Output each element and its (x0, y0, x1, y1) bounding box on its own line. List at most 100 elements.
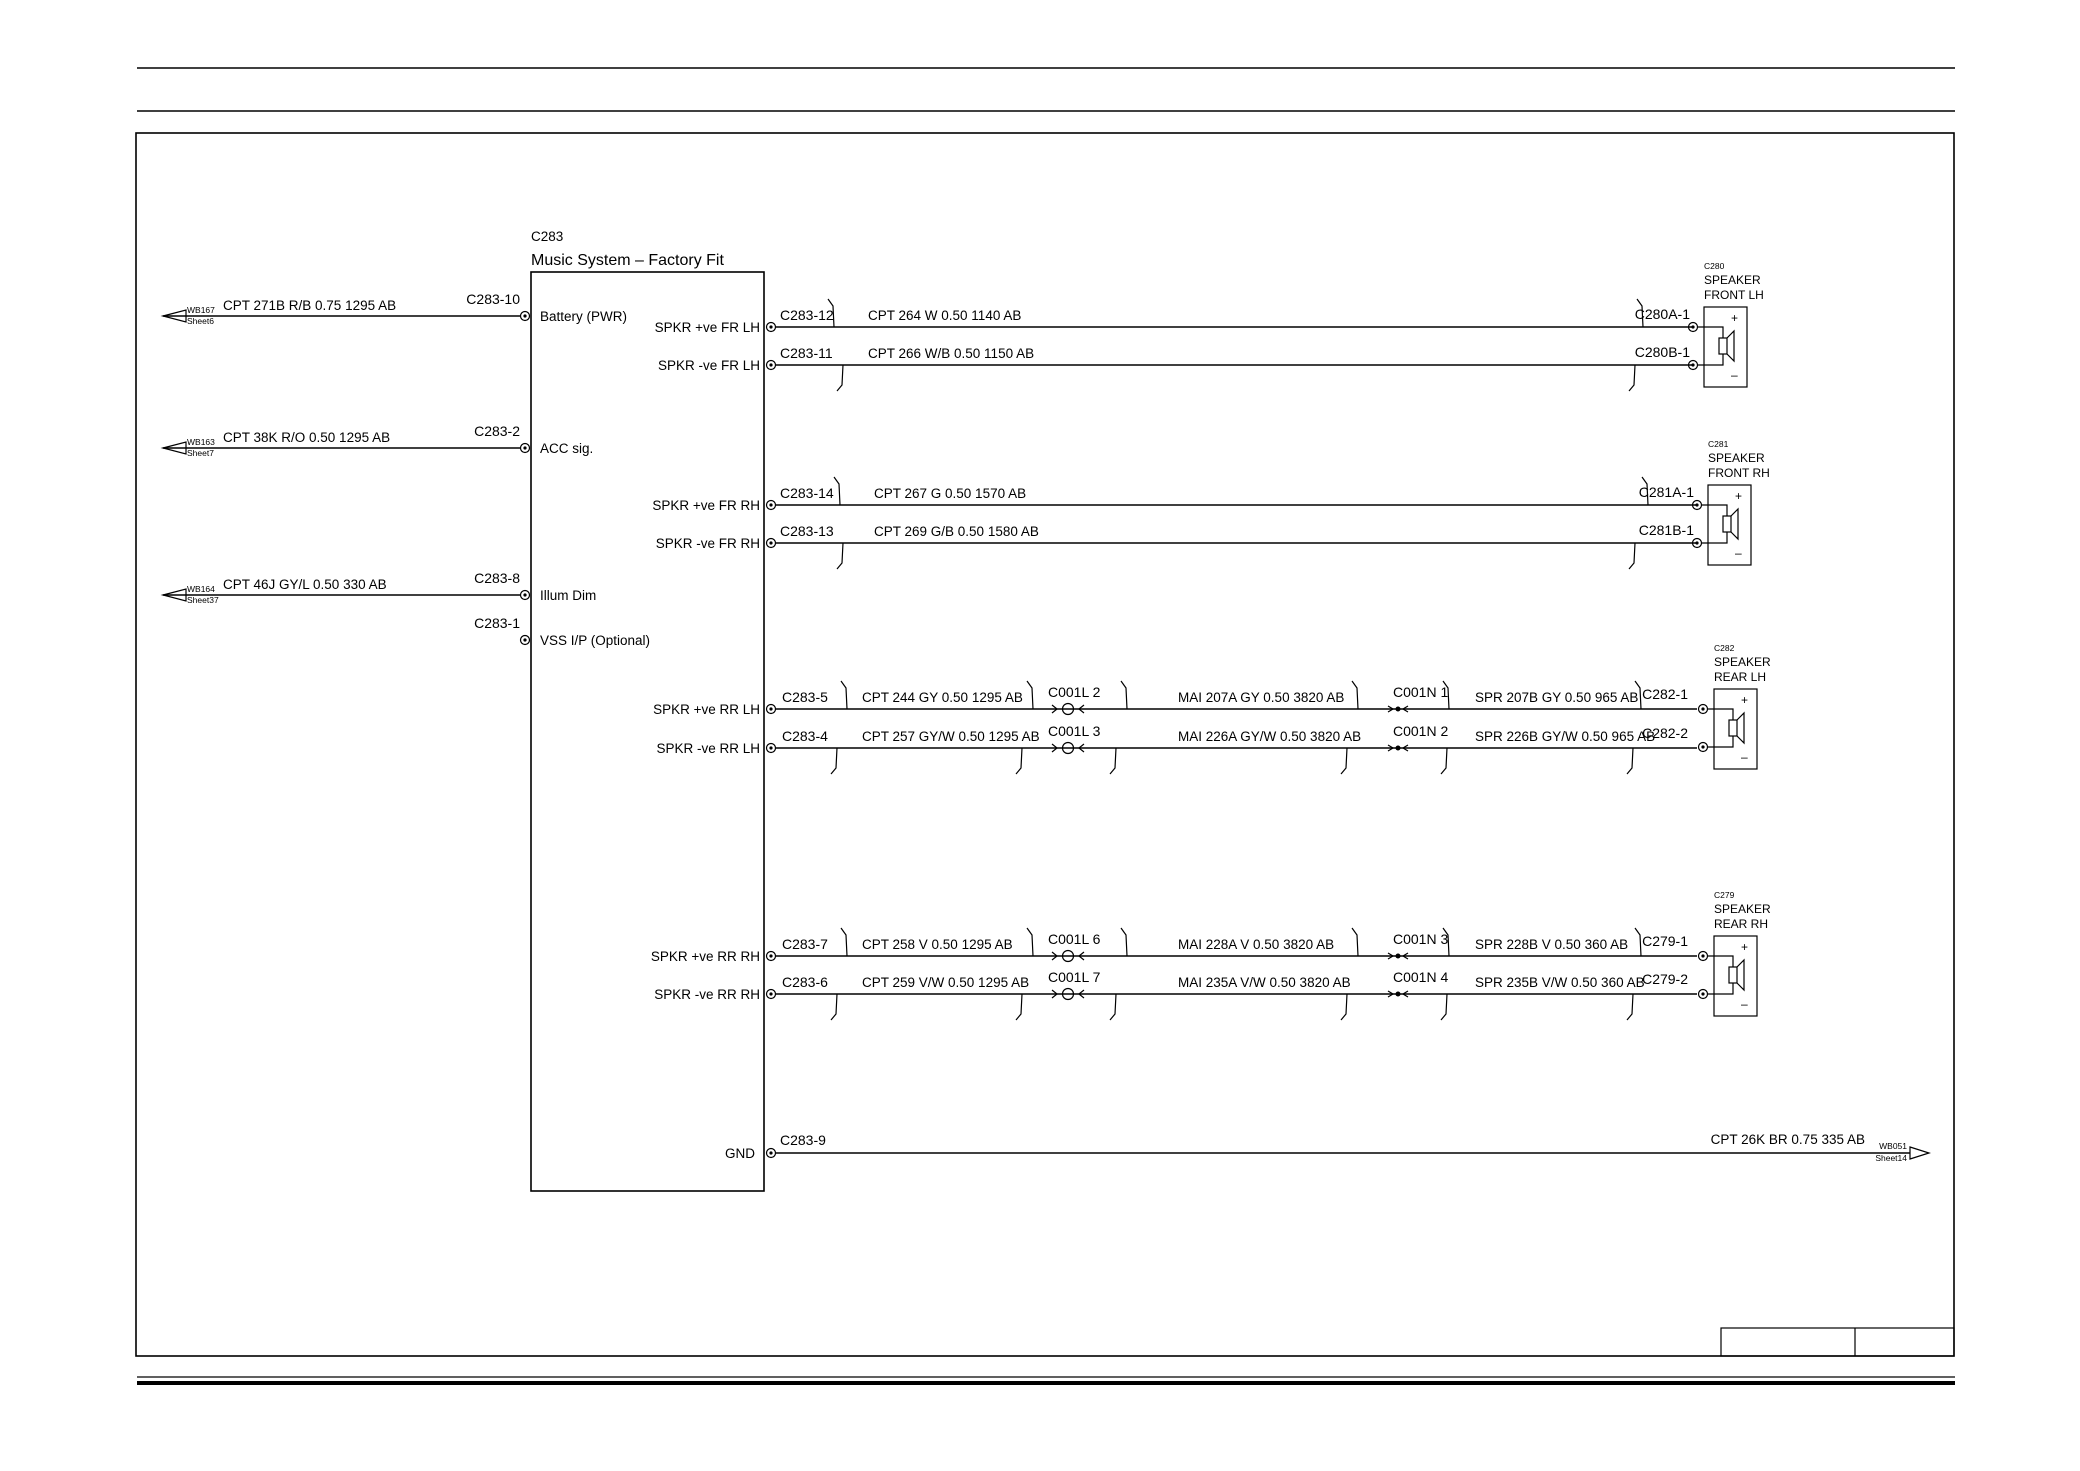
socket-arrow (1051, 989, 1058, 999)
terminal-dot (1701, 707, 1705, 711)
speaker-terminal (1697, 703, 1709, 715)
speaker-lead (1698, 354, 1724, 366)
speaker-pin: C280A-1 (1635, 306, 1690, 322)
terminal-ring (1697, 950, 1709, 962)
terminal-dot (1701, 992, 1705, 996)
socket-arrow (1051, 704, 1058, 714)
speaker-cone-icon (1726, 329, 1735, 363)
wire-break-mark (827, 298, 835, 328)
input-wire-label: CPT 271B R/B 0.75 1295 AB (223, 298, 396, 313)
channel-label: SPKR -ve FR RH (656, 536, 760, 551)
speaker-terminal (1697, 988, 1709, 1000)
inline-connector-c001n (1387, 952, 1409, 960)
speaker-lead (1708, 983, 1734, 995)
module-input-pin: C283-10 (466, 291, 520, 307)
inline-dot (1395, 991, 1401, 997)
socket-connector-c001l (1051, 702, 1085, 716)
inline-arrow (1387, 990, 1395, 998)
speaker-cone-icon (1736, 711, 1745, 745)
wire-break-mark (1440, 993, 1448, 1021)
speaker-pin: C280B-1 (1635, 344, 1690, 360)
speaker-coil (1728, 719, 1738, 737)
offsheet-sheet: Sheet37 (187, 595, 219, 605)
wire-break-mark (1628, 542, 1636, 570)
speaker-id: C279 (1714, 890, 1735, 900)
speaker-minus-label: – (1741, 750, 1748, 764)
speaker-frame (1713, 688, 1758, 770)
inline-arrow (1401, 952, 1409, 960)
terminal-dot (1701, 954, 1705, 958)
speaker-id: C281 (1708, 439, 1729, 449)
socket-ring (1061, 987, 1075, 1001)
wire-break-mark (836, 542, 844, 570)
wire-segment-2-label: MAI 207A GY 0.50 3820 AB (1178, 690, 1344, 705)
terminal-ring (765, 742, 777, 754)
wire-break-mark (830, 993, 838, 1021)
channel-pin: C283-5 (782, 689, 828, 705)
speaker-type: SPEAKER (1714, 902, 1771, 916)
terminal-dot (523, 638, 527, 642)
module-input-terminal (519, 310, 531, 322)
speaker-lead (1708, 955, 1734, 967)
wire-break-mark (1120, 927, 1128, 957)
module-output-terminal (765, 703, 777, 715)
channel-label: SPKR +ve RR LH (653, 702, 760, 717)
wire-break-mark (1626, 747, 1634, 775)
inline-connector-2-label: C001N 1 (1393, 684, 1448, 700)
speaker-terminal (1687, 359, 1699, 371)
inline-connector-2-label: C001N 3 (1393, 931, 1448, 947)
terminal-ring (519, 634, 531, 646)
speaker-lead (1708, 708, 1734, 720)
speaker-lead (1708, 736, 1734, 748)
inline-dot (1395, 745, 1401, 751)
offsheet-sheet: Sheet6 (187, 316, 214, 326)
speaker-type: SPEAKER (1708, 451, 1765, 465)
inline-arrow (1401, 744, 1409, 752)
terminal-ring (1691, 537, 1703, 549)
inline-connector-c001n (1387, 744, 1409, 752)
speaker-symbol: +– (1708, 688, 1758, 770)
speaker-minus-label: – (1741, 997, 1748, 1011)
wire-segment-3-label: SPR 207B GY 0.50 965 AB (1475, 690, 1638, 705)
socket-arrow (1078, 704, 1085, 714)
speaker-type: SPEAKER (1704, 273, 1761, 287)
speaker-frame (1713, 935, 1758, 1017)
wire-break-mark (836, 364, 844, 392)
module-output-terminal (765, 537, 777, 549)
inline-arrow (1387, 705, 1395, 713)
channel-label: SPKR +ve FR RH (652, 498, 760, 513)
ground-terminal (765, 1147, 777, 1159)
wire-break-mark (1440, 747, 1448, 775)
module-input-pin: C283-1 (474, 615, 520, 631)
wire-segment-2-label: MAI 228A V 0.50 3820 AB (1178, 937, 1334, 952)
inline-connector-1-label: C001L 6 (1048, 931, 1101, 947)
terminal-ring (1687, 321, 1699, 333)
speaker-lead (1698, 326, 1724, 338)
wire-break-mark (1636, 298, 1644, 328)
wire-break-mark (1015, 747, 1023, 775)
wire-segment-1-label: CPT 259 V/W 0.50 1295 AB (862, 975, 1029, 990)
module-input-terminal (519, 634, 531, 646)
socket-arrow (1078, 989, 1085, 999)
module-input-terminal (519, 442, 531, 454)
terminal-dot (769, 503, 773, 507)
speaker-symbol: +– (1702, 484, 1752, 566)
terminal-ring (1697, 741, 1709, 753)
speaker-terminal (1691, 499, 1703, 511)
speaker-id: C282 (1714, 643, 1735, 653)
module-input-label: Illum Dim (540, 588, 596, 603)
inline-connector-1-label: C001L 7 (1048, 969, 1101, 985)
wire-segment-1-label: CPT 257 GY/W 0.50 1295 AB (862, 729, 1040, 744)
socket-ring (1061, 741, 1075, 755)
module-input-terminal (519, 589, 531, 601)
terminal-ring (765, 988, 777, 1000)
channel-pin: C283-13 (780, 523, 834, 539)
socket-connector-c001l (1051, 741, 1085, 755)
wire-break-mark (1340, 993, 1348, 1021)
socket-ring (1061, 949, 1075, 963)
inline-connector-1-label: C001L 3 (1048, 723, 1101, 739)
socket-arrow (1051, 743, 1058, 753)
speaker-pin: C279-2 (1642, 971, 1688, 987)
wire-segment-3-label: SPR 235B V/W 0.50 360 AB (1475, 975, 1645, 990)
